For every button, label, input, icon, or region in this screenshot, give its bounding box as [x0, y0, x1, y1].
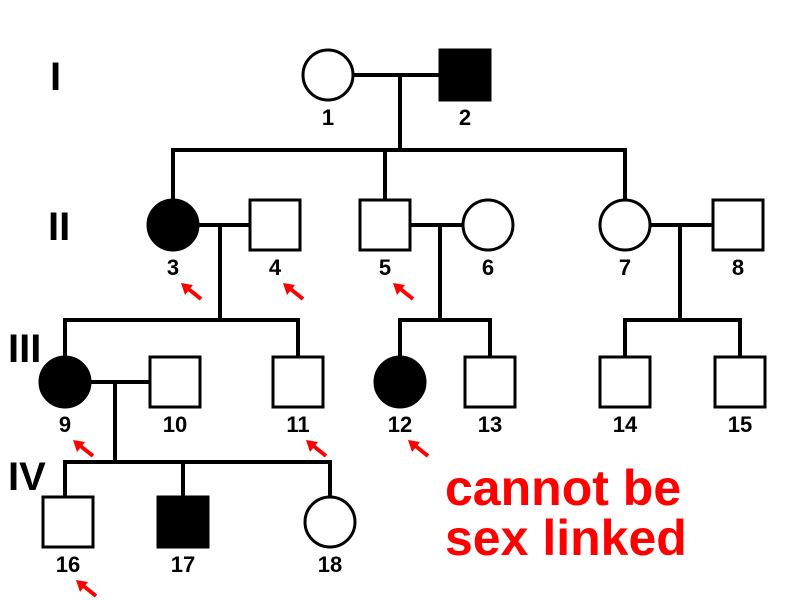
individual-number-17: 17 — [171, 552, 195, 577]
individual-number-16: 16 — [56, 552, 80, 577]
individual-number-5: 5 — [379, 255, 391, 280]
arrow-to-5 — [393, 283, 415, 301]
individual-11: 11 — [271, 355, 325, 437]
individual-number-12: 12 — [388, 412, 412, 437]
individual-13: 13 — [463, 355, 517, 437]
male-5 — [358, 198, 412, 252]
arrow-to-16 — [76, 580, 98, 598]
individual-15: 15 — [713, 355, 767, 437]
affected-female-3 — [146, 198, 200, 252]
individual-16: 16 — [41, 495, 95, 577]
individual-number-6: 6 — [482, 255, 494, 280]
generation-label-iv: IV — [8, 455, 46, 499]
individual-1: 1 — [301, 48, 355, 130]
affected-male-2 — [438, 48, 492, 102]
individual-17: 17 — [156, 495, 210, 577]
annotation-line-2: sex linked — [445, 510, 687, 566]
individual-number-10: 10 — [163, 412, 187, 437]
female-7 — [598, 198, 652, 252]
male-16 — [41, 495, 95, 549]
female-18 — [303, 495, 357, 549]
individual-number-7: 7 — [619, 255, 631, 280]
individual-2: 2 — [438, 48, 492, 130]
generation-label-ii: II — [48, 205, 70, 249]
individual-18: 18 — [303, 495, 357, 577]
generation-label-iii: III — [8, 327, 41, 371]
affected-female-12 — [373, 355, 427, 409]
male-4 — [248, 198, 302, 252]
arrow-to-3 — [181, 283, 203, 301]
indicator-arrows — [73, 283, 430, 598]
female-6 — [461, 198, 515, 252]
individual-number-18: 18 — [318, 552, 342, 577]
individual-5: 5 — [358, 198, 412, 280]
arrow-to-9 — [73, 440, 95, 458]
individual-14: 14 — [598, 355, 652, 437]
individual-number-8: 8 — [732, 255, 744, 280]
individual-6: 6 — [461, 198, 515, 280]
individual-8: 8 — [711, 198, 765, 280]
pedigree-lines — [63, 73, 742, 499]
individual-number-11: 11 — [286, 412, 309, 437]
individual-number-3: 3 — [167, 255, 179, 280]
individual-4: 4 — [248, 198, 302, 280]
individual-3: 3 — [146, 198, 200, 280]
individual-number-4: 4 — [269, 255, 282, 280]
individual-7: 7 — [598, 198, 652, 280]
individual-10: 10 — [148, 355, 202, 437]
individual-number-2: 2 — [459, 105, 471, 130]
male-11 — [271, 355, 325, 409]
male-8 — [711, 198, 765, 252]
individual-number-14: 14 — [613, 412, 638, 437]
arrow-to-4 — [283, 283, 305, 301]
individual-12: 12 — [373, 355, 427, 437]
affected-female-9 — [38, 355, 92, 409]
generation-label-i: I — [50, 55, 61, 99]
individual-number-13: 13 — [478, 412, 502, 437]
male-14 — [598, 355, 652, 409]
annotation-line-1: cannot be — [445, 460, 681, 516]
arrow-to-11 — [306, 440, 328, 458]
individual-number-1: 1 — [322, 105, 334, 130]
female-1 — [301, 48, 355, 102]
affected-male-17 — [156, 495, 210, 549]
individual-9: 9 — [38, 355, 92, 437]
male-13 — [463, 355, 517, 409]
male-10 — [148, 355, 202, 409]
individual-number-15: 15 — [728, 412, 752, 437]
arrow-to-12 — [408, 440, 430, 458]
male-15 — [713, 355, 767, 409]
individual-number-9: 9 — [59, 412, 71, 437]
